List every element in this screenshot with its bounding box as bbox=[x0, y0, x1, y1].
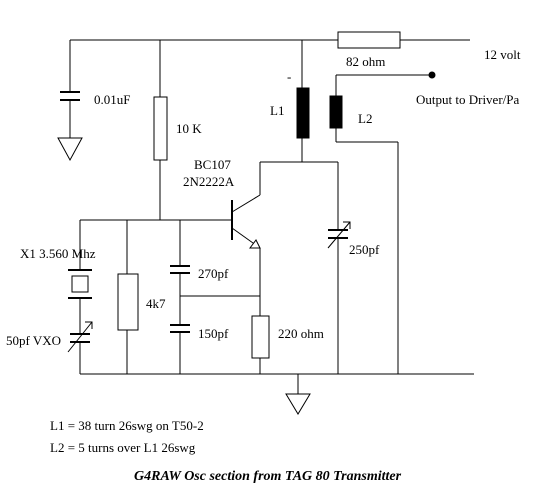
l2-label: L2 bbox=[358, 111, 373, 126]
resistor-4k7 bbox=[117, 273, 139, 331]
r-220-ohm-label: 220 ohm bbox=[278, 326, 324, 341]
transistor-label-2: 2N2222A bbox=[183, 174, 235, 189]
resistor-220-ohm bbox=[251, 315, 270, 359]
r-82-ohm-label: 82 ohm bbox=[346, 54, 386, 69]
r-4k7-label: 4k7 bbox=[146, 296, 166, 311]
transistor-label-1: BC107 bbox=[194, 157, 231, 172]
c-270pf-label: 270pf bbox=[198, 266, 229, 281]
c-vxo-label: 50pf VXO bbox=[6, 333, 62, 348]
resistor-82-ohm bbox=[337, 31, 401, 49]
c-250pf-label: 250pf bbox=[349, 242, 380, 257]
emitter-arrow-icon bbox=[249, 239, 261, 249]
ground-symbol-main-icon bbox=[285, 393, 311, 415]
l1-note: L1 = 38 turn 26swg on T50-2 bbox=[50, 418, 204, 433]
trimmer-arrowhead-icon bbox=[343, 221, 351, 229]
r-10k-label: 10 K bbox=[176, 121, 202, 136]
vxo-cap-arrow-icon bbox=[67, 321, 93, 353]
vxo-cap-arrowhead-icon bbox=[85, 321, 93, 329]
c-150pf-label: 150pf bbox=[198, 326, 229, 341]
output-terminal-icon bbox=[428, 71, 436, 79]
output-label: Output to Driver/Pa bbox=[416, 92, 520, 107]
trimmer-arrow-icon bbox=[327, 221, 351, 249]
supply-voltage-label: 12 volt bbox=[484, 47, 521, 62]
inductor-l2 bbox=[329, 95, 343, 129]
l1-dot-label: - bbox=[287, 69, 292, 84]
transistor-collector-lead bbox=[231, 194, 261, 213]
resistor-10k bbox=[153, 96, 168, 161]
ground-symbol-icon bbox=[57, 137, 83, 162]
c-decouple-label: 0.01uF bbox=[94, 92, 131, 107]
crystal-x1 bbox=[71, 275, 89, 293]
l2-note: L2 = 5 turns over L1 26swg bbox=[50, 440, 196, 455]
diagram-caption: G4RAW Osc section from TAG 80 Transmitte… bbox=[134, 469, 402, 484]
l1-label: L1 bbox=[270, 103, 285, 118]
crystal-label: X1 3.560 Mhz bbox=[20, 246, 96, 261]
inductor-l1 bbox=[296, 87, 310, 139]
